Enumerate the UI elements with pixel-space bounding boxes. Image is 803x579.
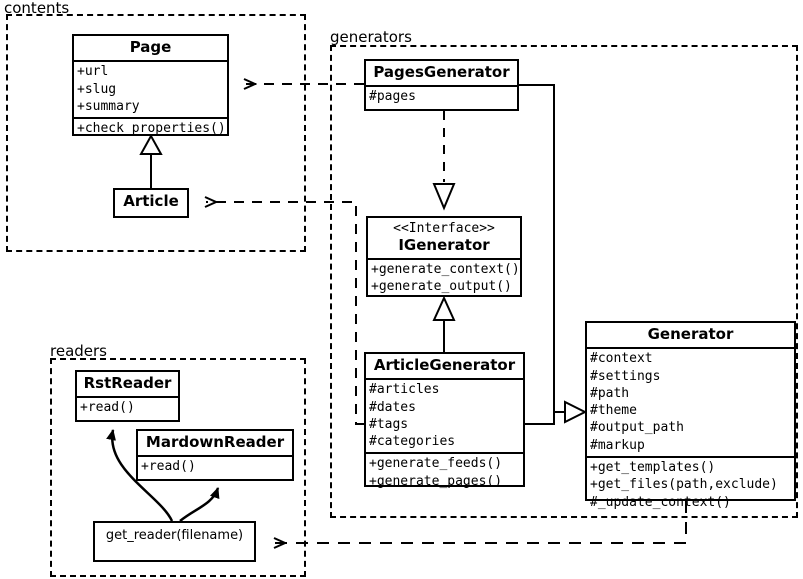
attribute: +summary	[77, 98, 140, 114]
class-page[interactable]: Page +url +slug +summary +check_properti…	[72, 34, 229, 136]
operation: +generate_context()	[371, 261, 520, 277]
operation: +read()	[80, 400, 135, 416]
class-rstreader-title: RstReader	[83, 374, 172, 392]
attribute: +slug	[77, 81, 117, 97]
class-rstreader[interactable]: RstReader +read()	[75, 370, 180, 422]
class-igenerator-title: <<Interface>> IGenerator	[368, 218, 520, 258]
attribute: +url	[77, 64, 109, 80]
package-readers-border	[50, 358, 306, 577]
attribute: #categories	[369, 434, 456, 450]
attribute: #path	[590, 385, 630, 401]
package-readers	[50, 358, 306, 577]
attribute: #pages	[369, 89, 416, 105]
class-page-operations: +check_properties()	[74, 117, 227, 139]
class-generator[interactable]: Generator #context #settings #path #them…	[585, 321, 796, 510]
package-contents-border	[6, 14, 306, 252]
class-mardownreader-title: MardownReader	[145, 433, 285, 451]
class-articlegenerator[interactable]: ArticleGenerator #articles #dates #tags …	[364, 352, 525, 489]
attribute: #articles	[369, 382, 440, 398]
package-generators-label: generators	[330, 28, 412, 46]
class-page-title: Page	[129, 38, 172, 56]
class-rstreader-operations: +read()	[77, 396, 178, 418]
class-pagesgenerator-title: PagesGenerator	[373, 63, 510, 81]
operation: +read()	[141, 459, 196, 475]
class-generator-title: Generator	[647, 325, 734, 343]
package-contents	[6, 14, 306, 252]
class-article-title: Article	[123, 192, 179, 210]
operation: +get_files(path,exclude)	[590, 477, 778, 493]
class-article[interactable]: Article	[113, 188, 189, 218]
attribute: #markup	[590, 437, 645, 453]
class-pagesgenerator-attributes: #pages	[366, 85, 517, 107]
operation: +generate_pages()	[369, 473, 503, 489]
class-generator-attributes: #context #settings #path #theme #output_…	[587, 347, 794, 456]
attribute: #context	[590, 351, 653, 367]
class-igenerator[interactable]: <<Interface>> IGenerator +generate_conte…	[366, 216, 522, 297]
operation: #_update_context()	[590, 494, 731, 510]
class-mardownreader[interactable]: MardownReader +read()	[136, 429, 294, 481]
attribute: #dates	[369, 399, 416, 415]
attribute: #settings	[590, 368, 661, 384]
class-igenerator-operations: +generate_context() +generate_output()	[368, 257, 520, 298]
attribute: #output_path	[590, 420, 684, 436]
function-get-reader-title: get_reader(filename)	[105, 528, 244, 543]
function-get-reader[interactable]: get_reader(filename)	[93, 521, 256, 562]
class-articlegenerator-attributes: #articles #dates #tags #categories	[366, 378, 523, 452]
attribute: #theme	[590, 403, 637, 419]
class-mardownreader-operations: +read()	[138, 455, 292, 477]
class-igenerator-name: IGenerator	[398, 235, 490, 254]
operation: +generate_output()	[371, 279, 512, 295]
class-articlegenerator-operations: +generate_feeds() +generate_pages()	[366, 452, 523, 492]
class-page-attributes: +url +slug +summary	[74, 60, 227, 117]
attribute: #tags	[369, 416, 409, 432]
package-readers-label: readers	[50, 342, 107, 360]
class-pagesgenerator[interactable]: PagesGenerator #pages	[364, 59, 519, 111]
class-articlegenerator-title: ArticleGenerator	[373, 356, 516, 374]
operation: +generate_feeds()	[369, 456, 503, 472]
operation: +get_templates()	[590, 459, 716, 475]
package-contents-label: contents	[4, 0, 70, 17]
class-generator-operations: +get_templates() +get_files(path,exclude…	[587, 455, 794, 513]
class-igenerator-stereotype: <<Interface>>	[393, 221, 495, 236]
operation: +check_properties()	[77, 121, 226, 137]
